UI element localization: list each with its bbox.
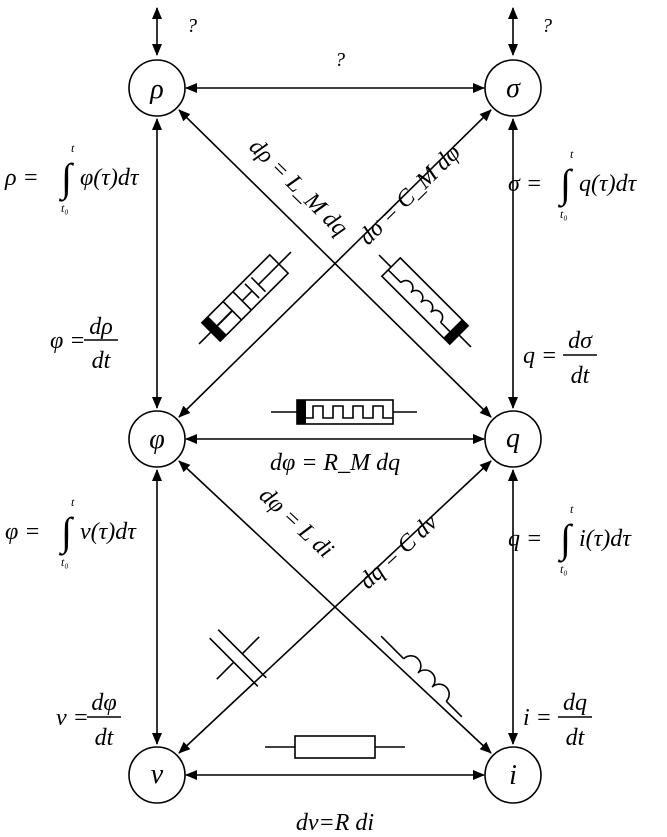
memcapacitor-relation: dσ = C_M dφ bbox=[354, 140, 466, 251]
q-i-derivative-lhs: i = bbox=[523, 705, 552, 731]
meminductor-relation: dρ = L_M dq bbox=[244, 134, 353, 242]
phi-v-integral-lhs: φ = bbox=[5, 519, 40, 545]
edge-q-v bbox=[178, 460, 492, 754]
integral-lower-limit: t₀ bbox=[560, 562, 568, 576]
sigma-q-derivative-lhs: q = bbox=[523, 343, 557, 369]
resistor-symbol bbox=[265, 735, 405, 759]
integral-sign-icon: ∫ bbox=[557, 516, 574, 563]
integral-sign-icon: ∫ bbox=[58, 155, 75, 202]
node-v: v bbox=[128, 746, 186, 804]
rho-phi-integral-integrand: φ(τ)dτ bbox=[80, 165, 140, 191]
node-i: i bbox=[484, 746, 542, 804]
meminductor-symbol bbox=[378, 254, 472, 348]
rho-external-unknown: ? bbox=[187, 15, 197, 37]
q-i-derivative-denominator: dt bbox=[566, 725, 586, 751]
capacitor-symbol bbox=[209, 629, 267, 687]
phi-v-integral-integrand: v(τ)dτ bbox=[80, 519, 137, 545]
node-rho: ρ bbox=[128, 59, 186, 117]
node-i-label: i bbox=[509, 760, 517, 791]
sigma-external-unknown: ? bbox=[542, 15, 552, 37]
integral-sign-icon: ∫ bbox=[557, 161, 574, 208]
integral-lower-limit: t₀ bbox=[560, 207, 568, 221]
node-v-label: v bbox=[151, 759, 164, 790]
node-phi-label: φ bbox=[149, 424, 165, 455]
rho-phi-derivative-numerator: dρ bbox=[89, 314, 113, 340]
integral-lower-limit: t₀ bbox=[61, 555, 69, 569]
rho-phi-derivative-lhs: φ = bbox=[50, 328, 85, 354]
rho-phi-integral-lhs: ρ = bbox=[4, 165, 39, 191]
node-rho-label: ρ bbox=[149, 74, 163, 105]
q-i-integral-lhs: q = bbox=[508, 526, 542, 552]
q-i-derivative-numerator: dq bbox=[563, 690, 587, 716]
rho-phi-derivative-denominator: dt bbox=[92, 348, 112, 374]
edge-sigma-phi bbox=[178, 109, 492, 418]
sigma-q-derivative-denominator: dt bbox=[571, 363, 591, 389]
node-phi: φ bbox=[128, 410, 186, 468]
integral-upper-limit: t bbox=[71, 495, 75, 509]
q-i-integral-integrand: i(τ)dτ bbox=[579, 526, 632, 552]
memristor-symbol bbox=[271, 399, 417, 425]
node-q-label: q bbox=[506, 423, 520, 454]
integral-sign-icon: ∫ bbox=[58, 509, 75, 556]
integral-upper-limit: t bbox=[71, 141, 75, 155]
inductor-relation: dφ = L di bbox=[254, 482, 338, 563]
integral-upper-limit: t bbox=[570, 147, 574, 161]
capacitor-relation: dq = C dv bbox=[354, 509, 443, 594]
integral-lower-limit: t₀ bbox=[61, 201, 69, 215]
inductor-symbol bbox=[380, 635, 463, 718]
integral-upper-limit: t bbox=[570, 502, 574, 516]
phi-v-derivative-lhs: v = bbox=[56, 705, 89, 731]
top-edge-unknown: ? bbox=[335, 49, 345, 71]
node-sigma-label: σ bbox=[506, 73, 521, 104]
memcapacitor-symbol bbox=[198, 251, 292, 345]
sigma-q-integral-integrand: q(τ)dτ bbox=[579, 171, 638, 197]
node-q: q bbox=[484, 410, 542, 468]
memristor-relation: dφ = R_M dq bbox=[270, 450, 400, 476]
sigma-q-integral-lhs: σ = bbox=[508, 171, 542, 197]
node-sigma: σ bbox=[484, 59, 542, 117]
resistor-relation: dv=R di bbox=[296, 810, 374, 836]
phi-v-derivative-numerator: dφ bbox=[91, 690, 116, 716]
sigma-q-derivative-numerator: dσ bbox=[568, 328, 593, 354]
phi-v-derivative-denominator: dt bbox=[95, 725, 115, 751]
